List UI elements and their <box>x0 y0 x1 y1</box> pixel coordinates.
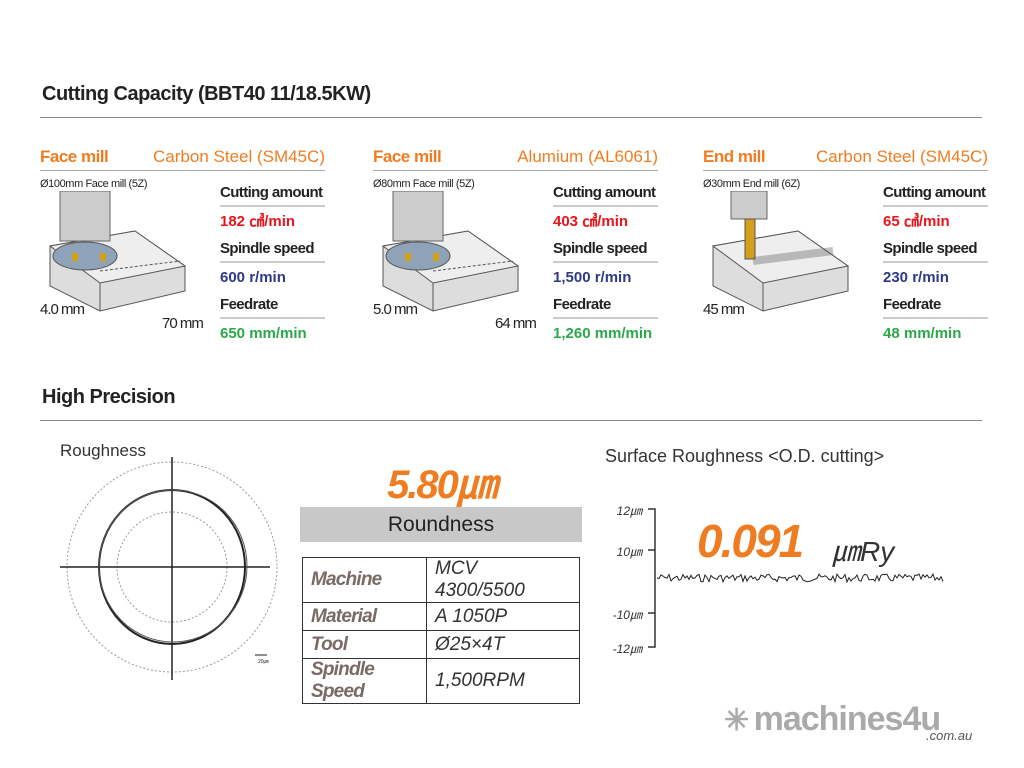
cutting-card: Face mill Alumium (AL6061) Ø80mm Face mil… <box>373 143 658 343</box>
cutting-amount-label: Cutting amount <box>220 183 325 207</box>
width-of-cut: 64 mm <box>495 315 537 332</box>
spindle-speed-label: Spindle speed <box>220 239 325 263</box>
condition-label: Spindle Speed <box>302 658 427 704</box>
condition-value: MCV 4300/5500 <box>426 557 580 603</box>
scale-label: 20㎛ <box>258 659 269 665</box>
y-tick: -10㎛ <box>612 608 642 622</box>
tool-caption: Ø30mm End mill (6Z) <box>703 178 800 190</box>
card-header: Face mill Alumium (AL6061) <box>373 147 658 171</box>
spindle-speed-value: 600 r/min <box>220 269 286 286</box>
tool-caption: Ø80mm Face mill (5Z) <box>373 178 475 190</box>
condition-label: Tool <box>302 630 427 659</box>
spindle-speed-label: Spindle speed <box>883 239 988 263</box>
feedrate-label: Feedrate <box>883 295 988 319</box>
logo-domain: .com.au <box>926 728 973 743</box>
y-tick: 10㎛ <box>616 545 642 559</box>
depth-of-cut: 5.0 mm <box>373 301 418 318</box>
material: Carbon Steel (SM45C) <box>153 147 325 166</box>
surface-roughness-value: 0.091 <box>697 515 804 567</box>
machining-illustration <box>48 191 187 312</box>
condition-value: Ø25×4T <box>426 630 580 659</box>
condition-label: Machine <box>302 557 427 603</box>
machining-illustration <box>711 191 850 312</box>
feedrate-value: 650 mm/min <box>220 325 307 342</box>
depth-of-cut: 45 mm <box>703 301 745 318</box>
roughness-label: Roughness <box>60 441 147 460</box>
surface-roughness-unit: ㎛Ry <box>832 536 895 567</box>
divider <box>40 420 982 421</box>
roundness-value: 5.80㎛ <box>387 463 497 507</box>
roundness-polar-plot <box>60 457 278 680</box>
roughness-trace <box>656 572 944 584</box>
condition-value: A 1050P <box>426 602 580 631</box>
cutting-amount-label: Cutting amount <box>883 183 988 207</box>
cutting-capacity-title: Cutting Capacity (BBT40 11/18.5KW) <box>42 83 371 105</box>
condition-value: 1,500RPM <box>426 658 580 704</box>
tool-type: Face mill <box>373 147 442 166</box>
feedrate-value: 1,260 mm/min <box>553 325 653 342</box>
width-of-cut: 70 mm <box>162 315 204 332</box>
feedrate-value: 48 mm/min <box>883 325 962 342</box>
cutting-amount-value: 65 ㎤/min <box>883 213 950 230</box>
cutting-amount-value: 403 ㎤/min <box>553 213 629 230</box>
depth-of-cut: 4.0 mm <box>40 301 85 318</box>
cutting-specs: Cutting amount 65 ㎤/min Spindle speed 23… <box>883 183 988 351</box>
machines4u-logo: ✳ machines4u <box>724 700 941 738</box>
surface-roughness-plot <box>648 508 944 648</box>
material: Carbon Steel (SM45C) <box>816 147 988 166</box>
spindle-speed-label: Spindle speed <box>553 239 658 263</box>
feedrate-label: Feedrate <box>220 295 325 319</box>
card-header: End mill Carbon Steel (SM45C) <box>703 147 988 171</box>
tool-caption: Ø100mm Face mill (5Z) <box>40 178 148 190</box>
card-header: Face mill Carbon Steel (SM45C) <box>40 147 325 171</box>
cutting-card: Face mill Carbon Steel (SM45C) Ø100mm Fac… <box>40 143 325 343</box>
spindle-speed-value: 1,500 r/min <box>553 269 632 286</box>
snowflake-icon: ✳ <box>724 704 750 737</box>
cutting-specs: Cutting amount 182 ㎤/min Spindle speed 6… <box>220 183 325 351</box>
cutting-amount-label: Cutting amount <box>553 183 658 207</box>
material: Alumium (AL6061) <box>517 147 658 166</box>
cutting-specs: Cutting amount 403 ㎤/min Spindle speed 1… <box>553 183 658 351</box>
roundness-banner: Roundness <box>300 507 582 542</box>
divider <box>40 117 982 118</box>
tool-type: Face mill <box>40 147 109 166</box>
cutting-card: End mill Carbon Steel (SM45C) Ø30mm End m… <box>703 143 988 343</box>
condition-label: Material <box>302 602 427 631</box>
tool-type: End mill <box>703 147 766 166</box>
y-tick: -12㎛ <box>612 642 642 656</box>
surface-roughness-title: Surface Roughness <O.D. cutting> <box>605 446 885 466</box>
feedrate-label: Feedrate <box>553 295 658 319</box>
spindle-speed-value: 230 r/min <box>883 269 949 286</box>
cutting-amount-value: 182 ㎤/min <box>220 213 296 230</box>
machining-illustration <box>381 191 520 312</box>
high-precision-title: High Precision <box>42 386 176 408</box>
y-tick: 12㎛ <box>616 504 642 518</box>
